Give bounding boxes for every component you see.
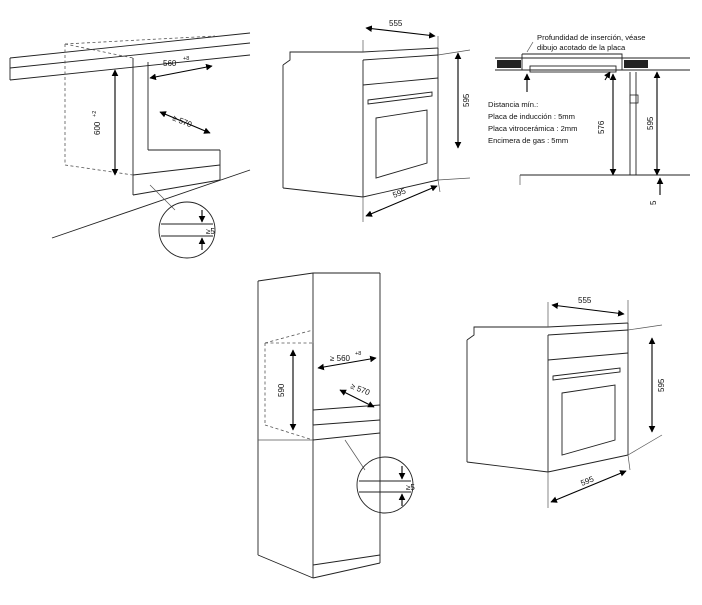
hob-note-line1: Profundidad de inserción, véase [537,33,646,42]
undercounter-height-tolerance: +2 [92,111,98,117]
hob-dim-5: 5 [649,200,658,205]
column-height-label: 590 [277,383,286,397]
undercounter-depth-label: ≥ 570 [171,114,193,130]
column-width-label: ≥ 560 [330,354,351,363]
oven-top-depth-label: 555 [389,19,403,28]
hob-min-ceramic: Placa vitrocerámica : 2mm [488,124,577,133]
tall-column-drawing [257,272,414,579]
undercounter-height-label: 600 [93,121,102,135]
undercounter-width-tolerance: +8 [183,56,189,62]
column-width-tolerance: +8 [355,351,361,357]
column-depth-label: ≥ 570 [349,382,371,398]
hob-min-gas: Encimera de gas : 5mm [488,136,568,145]
hob-min-title: Distancia mín.: [488,100,538,109]
column-gap-label: ≥5 [406,483,415,492]
hob-note-line2: dibujo acotado de la placa [537,43,626,52]
hob-dim-576: 576 [597,120,606,134]
undercounter-gap-label: ≥5 [206,227,215,236]
undercounter-width-label: 560 [163,59,177,68]
undercounter-niche-drawing [9,32,251,259]
gap-detail-magnifier [158,201,216,259]
oven-bottom-height-label: 595 [657,378,666,392]
hob-min-induction: Placa de inducción : 5mm [488,112,575,121]
hob-dim-595: 595 [646,116,655,130]
oven-top-height-label: 595 [462,93,471,107]
oven-bottom-drawing [466,300,663,508]
oven-top-width-label: 595 [391,186,407,200]
oven-top-drawing [282,25,471,222]
hob-section-drawing [495,41,690,195]
column-gap-detail-magnifier [356,456,414,514]
oven-bottom-width-label: 595 [579,474,595,488]
oven-bottom-depth-label: 555 [578,296,592,305]
